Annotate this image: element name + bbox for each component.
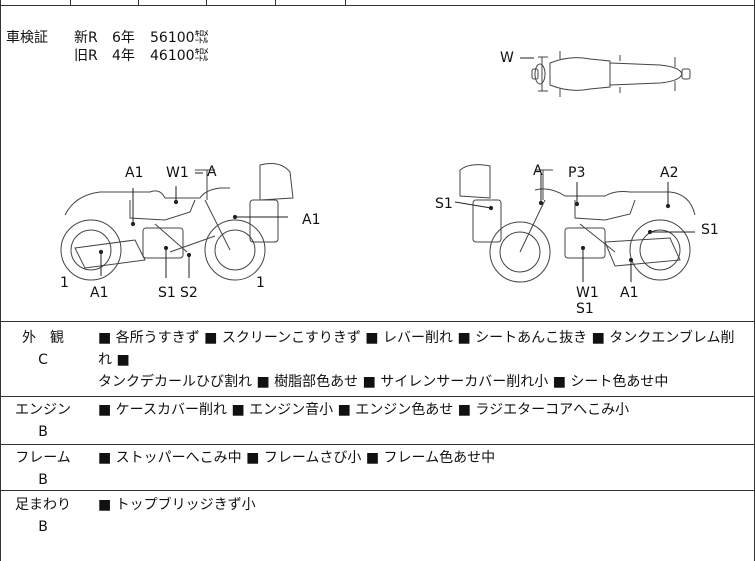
section-exterior-grade: C [38, 352, 48, 368]
left-border [0, 0, 1, 561]
cell-divider [275, 0, 276, 5]
label-1-rear: 1 [256, 275, 265, 291]
section-divider [0, 321, 755, 322]
new-years: 6年 [112, 30, 135, 46]
label-a1-tank: A1 [125, 165, 144, 181]
label-a-top-right: A [533, 163, 543, 179]
motorcycle-top-view [520, 45, 695, 103]
note: ■ エンジン音小 [231, 402, 334, 418]
label-w1: W1 [166, 165, 189, 181]
section-engine-notes: ■ ケースカバー削れ ■ エンジン音小 ■ エンジン色あせ ■ ラジエターコアへ… [98, 399, 748, 421]
note: ■ エンジン色あせ [337, 402, 454, 418]
label-s2: S2 [180, 285, 198, 301]
label-a2: A2 [660, 165, 679, 181]
label-p3: P3 [568, 165, 586, 181]
label-a1-right: A1 [620, 285, 639, 301]
motorcycle-right-side-view [455, 160, 720, 290]
cell-divider [206, 0, 207, 5]
note: ■ サイレンサーカバー削れ小 [362, 374, 549, 390]
note: ■ フレーム色あせ中 [365, 450, 496, 466]
cell-divider [345, 0, 346, 5]
label-a1-front: A1 [90, 285, 109, 301]
note: ■ シートあんこ抜き [457, 330, 588, 346]
motorcycle-left-side-view [55, 160, 315, 285]
section-divider [0, 444, 755, 445]
note: ■ トップブリッジきず小 [98, 497, 256, 513]
label-s1-left: S1 [435, 196, 453, 212]
note: タンクデカールひび割れ [98, 374, 252, 390]
section-frame-notes: ■ ストッパーへこみ中 ■ フレームさび小 ■ フレーム色あせ中 [98, 447, 748, 469]
cell-divider [70, 0, 71, 5]
new-amount: 56100㌖ [150, 30, 209, 46]
old-years: 4年 [112, 48, 135, 64]
note: ■ ストッパーへこみ中 [98, 450, 242, 466]
label-s1: S1 [158, 285, 176, 301]
note: ■ 各所うすきず [98, 330, 200, 346]
section-suspension-title: 足まわり [15, 497, 71, 513]
note: ■ スクリーンこすりきず [204, 330, 361, 346]
label-w1-right: W1 [576, 285, 599, 301]
old-amount: 46100㌖ [150, 48, 209, 64]
note: ■ ケースカバー削れ [98, 402, 227, 418]
section-suspension-grade: B [38, 519, 48, 535]
note: ■ タンクエンブレム削れ [98, 330, 735, 368]
label-s1-bottom: S1 [576, 301, 594, 317]
label-top-w: W [500, 50, 514, 66]
label-a1-rear: A1 [302, 212, 321, 228]
cell-divider [138, 0, 139, 5]
section-engine-title: エンジン [15, 402, 71, 418]
section-engine-grade: B [38, 424, 48, 440]
note: ■ 樹脂部色あせ [256, 374, 359, 390]
label-a-top: A [207, 164, 217, 180]
note: ■ レバー削れ [365, 330, 453, 346]
section-exterior-notes: ■ 各所うすきず ■ スクリーンこすりきず ■ レバー削れ ■ シートあんこ抜き… [98, 327, 748, 393]
section-exterior-title: 外 観 [22, 330, 64, 346]
old-r-label: 旧R [74, 48, 98, 64]
label-s1-right: S1 [701, 222, 719, 238]
section-divider [0, 490, 755, 491]
note: ■ ラジエターコアへこみ小 [457, 402, 630, 418]
section-suspension-notes: ■ トップブリッジきず小 [98, 494, 748, 516]
new-r-label: 新R [74, 30, 98, 46]
section-frame-title: フレーム [15, 450, 71, 466]
inspection-label: 車検証 [6, 30, 48, 46]
note: ■ [116, 352, 130, 368]
label-1-front: 1 [60, 275, 69, 291]
note: ■ フレームさび小 [246, 450, 362, 466]
note: ■ シート色あせ中 [552, 374, 669, 390]
section-frame-grade: B [38, 472, 48, 488]
table-top-border [0, 5, 755, 6]
section-divider [0, 396, 755, 397]
